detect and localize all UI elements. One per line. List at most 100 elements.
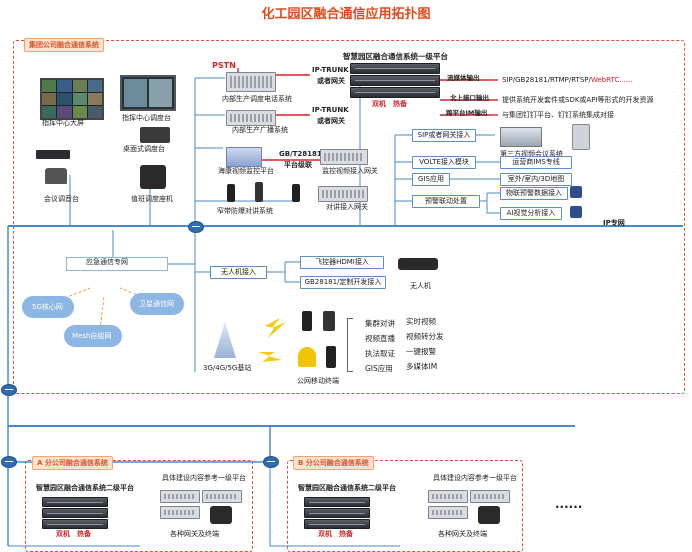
broadcast-system-label: 内部生产广播系统 bbox=[232, 126, 288, 134]
meeting-rack-icon bbox=[36, 150, 70, 159]
branch-b-ref: 具体建设内容参考一级平台 bbox=[433, 474, 517, 482]
more-branches-ellipsis: ...... bbox=[555, 497, 583, 511]
ip-net-label: IP专网 bbox=[603, 219, 625, 227]
north-out-label: 北上接口输出 bbox=[450, 94, 489, 102]
branch-a-platform: 智慧园区融合通信系统二级平台 bbox=[36, 484, 134, 492]
branch-b-server-3 bbox=[304, 519, 370, 529]
iot-icon bbox=[570, 186, 582, 198]
branch-a-gateways: 各种网关及终端 bbox=[170, 530, 219, 538]
phone-system-label: 内部生产调度电话系统 bbox=[222, 95, 292, 103]
ip-router-left bbox=[1, 384, 17, 396]
phone-system-device bbox=[226, 72, 276, 92]
third-party-icon bbox=[500, 127, 542, 147]
ip-router-branch-b bbox=[263, 456, 279, 468]
branch-b-gw-1 bbox=[428, 490, 468, 503]
feature-0: 集群对讲 bbox=[365, 319, 395, 328]
phone-icon bbox=[140, 165, 166, 189]
feature-4: 执法取证 bbox=[365, 349, 395, 358]
big-screen-label: 指挥中心大屏 bbox=[42, 119, 84, 127]
branch-a-server-1 bbox=[42, 497, 108, 507]
branch-a-ref: 具体建设内容参考一级平台 bbox=[162, 474, 246, 482]
branch-b-gw-2 bbox=[470, 490, 510, 503]
cross-out-label: 跨平台IM输出 bbox=[446, 109, 488, 117]
branch-a-backup: 双机 热备 bbox=[56, 530, 91, 538]
branch-a-server-3 bbox=[42, 519, 108, 529]
base-station-label: 3G/4G/5G基站 bbox=[203, 364, 252, 372]
volte-box: VOLTE接入模块 bbox=[412, 156, 476, 169]
meeting-label: 会议调音台 bbox=[44, 195, 79, 203]
cloud-sat-label: 卫星通信网 bbox=[139, 300, 174, 308]
trunk2-label: IP-TRUNK bbox=[312, 106, 349, 114]
feature-7: 多媒体IM bbox=[406, 362, 438, 371]
branch-a-tag: A 分公司融合通信系统 bbox=[32, 456, 113, 470]
terminal-icon-4 bbox=[326, 346, 336, 368]
cloud-5g bbox=[22, 296, 74, 318]
terminal-icon-3 bbox=[298, 347, 316, 367]
haikang-label: 海康视频监控平台 bbox=[218, 167, 274, 175]
terminal-icon-2 bbox=[323, 311, 335, 331]
uav-gb-box: GB28181/定制开发接入 bbox=[300, 276, 386, 289]
console-label: 指挥中心调度台 bbox=[122, 114, 171, 122]
uav-hdmi-box: 飞控器HDMI接入 bbox=[300, 256, 384, 269]
gis-box: GIS应用 bbox=[412, 173, 450, 186]
desk-console-icon bbox=[140, 127, 170, 143]
branch-b-server-1 bbox=[304, 497, 370, 507]
platform-title: 智慧园区融合通信系统一级平台 bbox=[343, 52, 448, 61]
stream-protocols-text: SIP/GB28181/RTMP/RTSP/ bbox=[502, 76, 591, 84]
desk-console-label: 桌面式调度台 bbox=[123, 145, 165, 153]
ai-icon bbox=[570, 206, 582, 218]
uav-icon bbox=[398, 258, 438, 270]
trunk2-sub: 或者网关 bbox=[317, 117, 345, 125]
hot-backup-label: 双机 热备 bbox=[372, 100, 407, 108]
feature-6: GIS应用 bbox=[365, 364, 393, 373]
branch-b-server-2 bbox=[304, 508, 370, 518]
alarm-box: 预警联动处置 bbox=[412, 195, 480, 208]
stream-protocols: SIP/GB28181/RTMP/RTSP/WebRTC...... bbox=[502, 76, 633, 85]
iot-box: 物联预警数据接入 bbox=[500, 187, 568, 200]
third-party-label: 第三方视频会议系统 bbox=[500, 150, 563, 158]
duty-label: 值班调度座机 bbox=[131, 195, 173, 203]
branch-b-tag: B 分公司融合通信系统 bbox=[293, 456, 374, 470]
feature-5: 一键报警 bbox=[406, 347, 436, 356]
broadcast-system-device bbox=[226, 110, 276, 126]
trunk1-sub: 或者网关 bbox=[317, 77, 345, 85]
trunk1-label: IP-TRUNK bbox=[312, 66, 349, 74]
branch-b-backup: 双机 热备 bbox=[318, 530, 353, 538]
feature-2: 视频直播 bbox=[365, 334, 395, 343]
ims-box: 运营商IMS专线 bbox=[500, 156, 572, 169]
branch-b-gw-3 bbox=[428, 506, 468, 519]
branch-a-gw-1 bbox=[160, 490, 200, 503]
haikang-icon bbox=[226, 147, 262, 167]
radio-icon-1 bbox=[227, 184, 235, 202]
emergency-net-bar bbox=[66, 257, 168, 271]
radio-gw-device bbox=[318, 186, 368, 202]
group-boundary bbox=[13, 40, 685, 394]
radio-icon-2 bbox=[255, 182, 263, 202]
terminal-icon-1 bbox=[302, 311, 312, 331]
gb-sub: 平台级联 bbox=[284, 161, 312, 169]
group-tag: 集团公司融合通信系统 bbox=[24, 38, 104, 52]
map3d-box: 室外/室内/3D地图 bbox=[500, 173, 572, 186]
cross-desc: 与集团钉钉平台、钉钉系统集成对接 bbox=[502, 111, 614, 119]
branch-a-server-2 bbox=[42, 508, 108, 518]
platform-server-1 bbox=[350, 63, 440, 74]
branch-a-gw-2 bbox=[202, 490, 242, 503]
sip-gw-box: SIP或者网关接入 bbox=[412, 129, 476, 142]
ip-router-center bbox=[188, 221, 204, 233]
video-gw-device bbox=[320, 149, 368, 165]
cloud-5g-label: 5G核心网 bbox=[32, 303, 63, 311]
page-title: 化工园区融合通信应用拓扑图 bbox=[261, 7, 431, 22]
meeting-mixer-icon bbox=[45, 168, 67, 184]
gb-label: GB/T28181 bbox=[279, 150, 322, 158]
radio-icon-3 bbox=[292, 184, 300, 202]
console-icon bbox=[120, 75, 176, 111]
uav-box: 无人机接入 bbox=[210, 266, 267, 279]
north-desc: 提供系统开发套件或SDK或API等形式的开发资源 bbox=[502, 96, 654, 104]
camera-icon bbox=[572, 124, 590, 150]
stream-out-label: 流媒体输出 bbox=[447, 74, 480, 82]
cloud-sat bbox=[130, 293, 184, 315]
video-gw-label: 监控视频接入网关 bbox=[322, 167, 378, 175]
feature-1: 实时视频 bbox=[406, 317, 436, 326]
uav-label: 无人机 bbox=[410, 282, 431, 290]
branch-b-platform: 智慧园区融合通信系统二级平台 bbox=[298, 484, 396, 492]
